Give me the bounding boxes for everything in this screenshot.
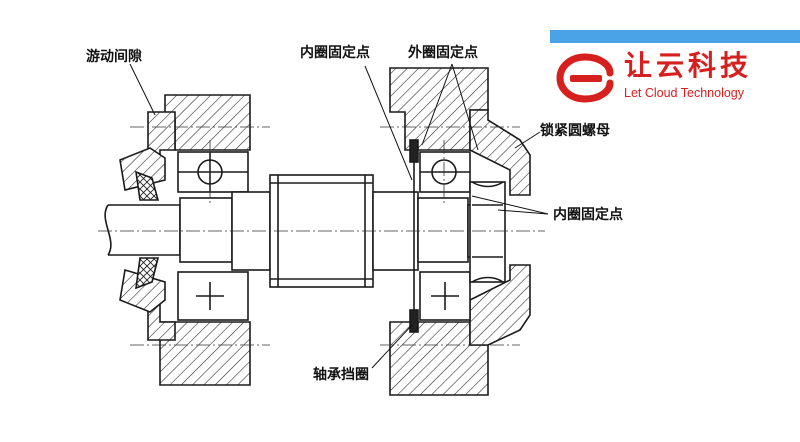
leader-float-clearance <box>129 63 156 116</box>
left-seal-bottom <box>135 257 160 290</box>
label-outer-ring-fixed-point: 外圈固定点 <box>408 45 478 61</box>
leader-retaining-ring <box>371 324 413 369</box>
label-inner-ring-fixed-point-top: 内圈固定点 <box>300 45 370 61</box>
shaft-left-end <box>108 204 181 256</box>
leader-inner-fixed-top <box>364 65 413 181</box>
shaft-journal-right <box>417 197 469 263</box>
brand-name-en: Let Cloud Technology <box>624 86 744 100</box>
label-bearing-retaining-ring: 轴承挡圈 <box>313 367 369 383</box>
shaft-journal-left <box>179 197 233 263</box>
leader-lock-nut <box>514 131 541 149</box>
left-housing-top <box>164 94 251 151</box>
retaining-ring-bottom <box>409 309 419 333</box>
lock-nut <box>469 181 506 283</box>
leader-outer-fixed-b <box>451 63 479 151</box>
leader-inner-fixed-right-b <box>497 209 549 215</box>
leader-outer-fixed-a <box>421 63 453 146</box>
label-inner-ring-fixed-point-right: 内圈固定点 <box>553 207 623 223</box>
left-housing-bottom <box>159 321 251 386</box>
label-lock-round-nut: 锁紧圆螺母 <box>540 123 610 139</box>
brand-watermark: 让云科技 Let Cloud Technology <box>550 30 800 110</box>
label-float-clearance: 游动间隙 <box>86 49 142 65</box>
leader-inner-fixed-right-a <box>471 195 549 215</box>
brand-name-cn: 让云科技 <box>624 49 753 82</box>
left-seal-top <box>135 170 160 201</box>
retaining-ring-top <box>409 139 419 163</box>
brand-bar <box>550 30 800 43</box>
let-cloud-logo-icon <box>556 53 614 103</box>
right-end-cap-top <box>469 109 531 196</box>
